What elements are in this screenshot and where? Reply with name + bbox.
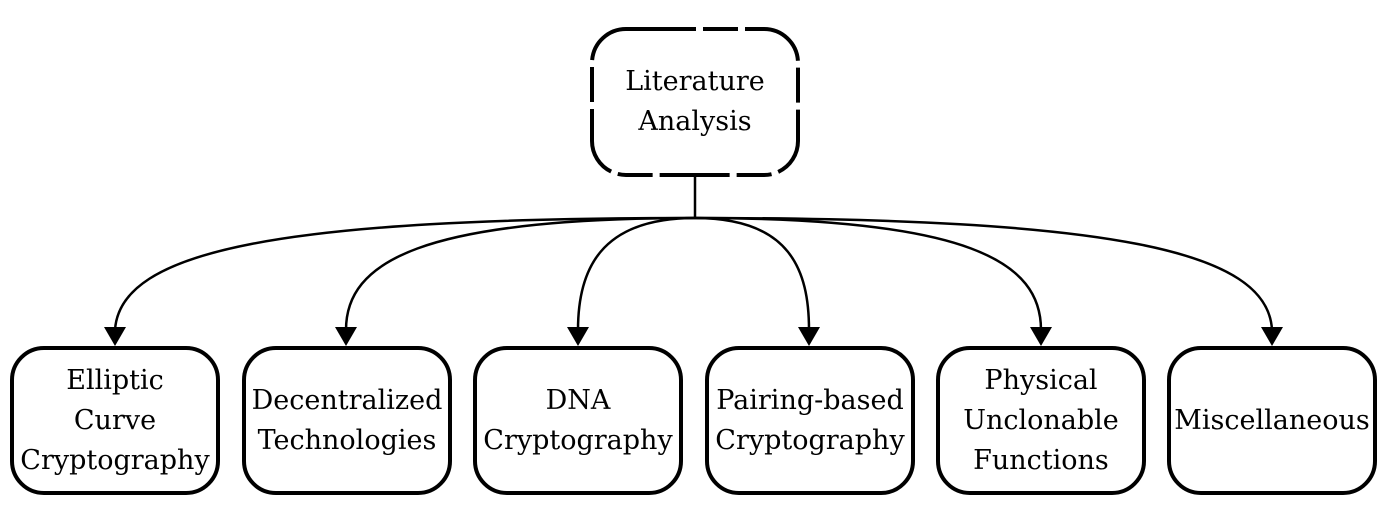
arrowhead-icon bbox=[335, 327, 357, 346]
connector-puf bbox=[694, 216, 1043, 331]
node-miscellaneous: Miscellaneous bbox=[1167, 346, 1377, 495]
connector-misc bbox=[694, 216, 1274, 331]
arrowhead-icon bbox=[104, 327, 126, 346]
connector-elliptic-curve bbox=[113, 216, 696, 331]
arrowhead-icon bbox=[1261, 327, 1283, 346]
node-pairing-based-cryptography: Pairing-based Cryptography bbox=[705, 346, 915, 495]
node-label: Elliptic Curve Cryptography bbox=[20, 364, 210, 476]
node-label: Miscellaneous bbox=[1174, 404, 1370, 436]
node-dna-cryptography: DNA Cryptography bbox=[473, 346, 683, 495]
arrowhead-icon bbox=[567, 327, 589, 346]
node-physical-unclonable-functions: Physical Unclonable Functions bbox=[936, 346, 1146, 495]
node-label: Pairing-based Cryptography bbox=[715, 384, 905, 456]
root-dashed-border bbox=[590, 27, 800, 177]
connector-pairing bbox=[694, 216, 811, 331]
node-decentralized-technologies: Decentralized Technologies bbox=[242, 346, 452, 495]
node-label: Physical Unclonable Functions bbox=[963, 364, 1119, 476]
node-label: Decentralized Technologies bbox=[251, 384, 443, 456]
connector-decentralized bbox=[344, 216, 696, 331]
arrowhead-icon bbox=[1030, 327, 1052, 346]
root-node-label: Literature Analysis bbox=[625, 66, 765, 137]
node-label: DNA Cryptography bbox=[483, 384, 673, 456]
node-elliptic-curve-cryptography: Elliptic Curve Cryptography bbox=[10, 346, 220, 495]
arrowhead-icon bbox=[798, 327, 820, 346]
connector-dna bbox=[576, 216, 696, 331]
root-node: Literature Analysis bbox=[590, 27, 800, 177]
